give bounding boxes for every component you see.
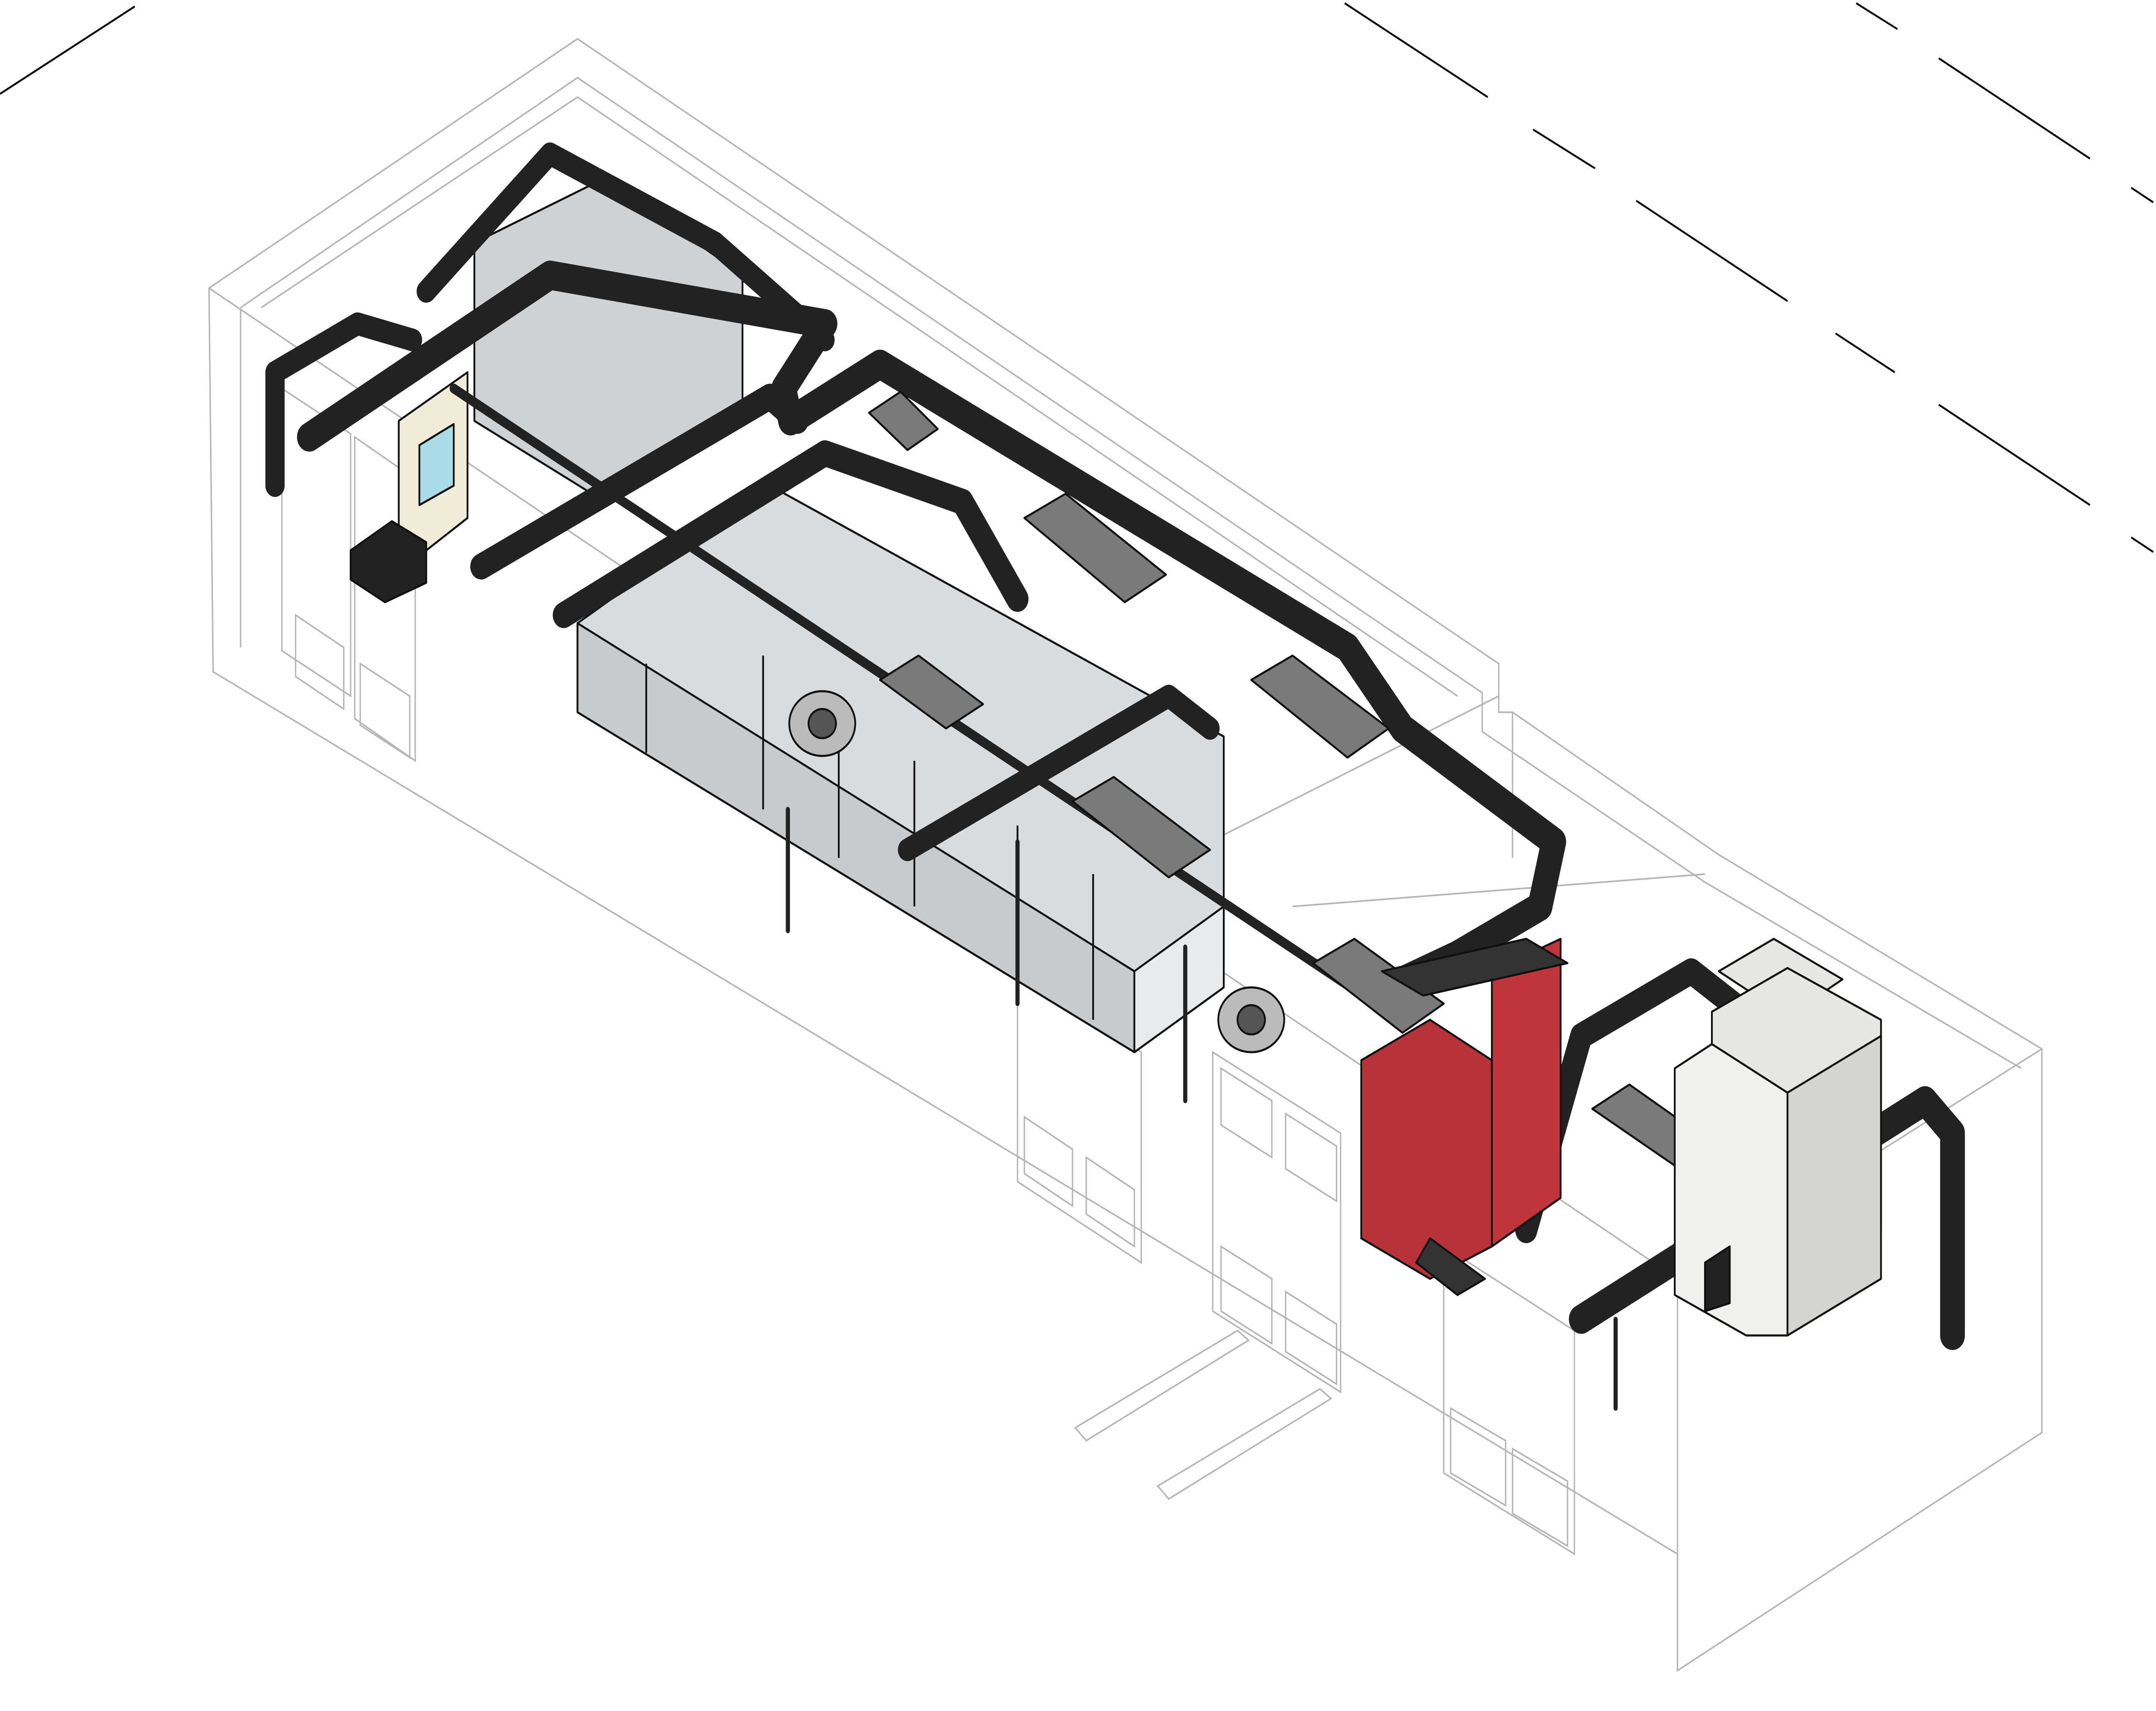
busbar-boxes bbox=[868, 391, 1733, 1183]
air-handling-unit bbox=[473, 177, 1225, 1053]
base-skids bbox=[1074, 1329, 1332, 1500]
fan-units bbox=[788, 690, 1285, 1053]
transformer bbox=[1360, 937, 1569, 1296]
louvred-doors-right bbox=[1212, 1050, 1575, 1555]
control-cabinet bbox=[350, 371, 469, 603]
reference-lines bbox=[0, 2, 2154, 553]
switchgear bbox=[1673, 937, 1882, 1337]
